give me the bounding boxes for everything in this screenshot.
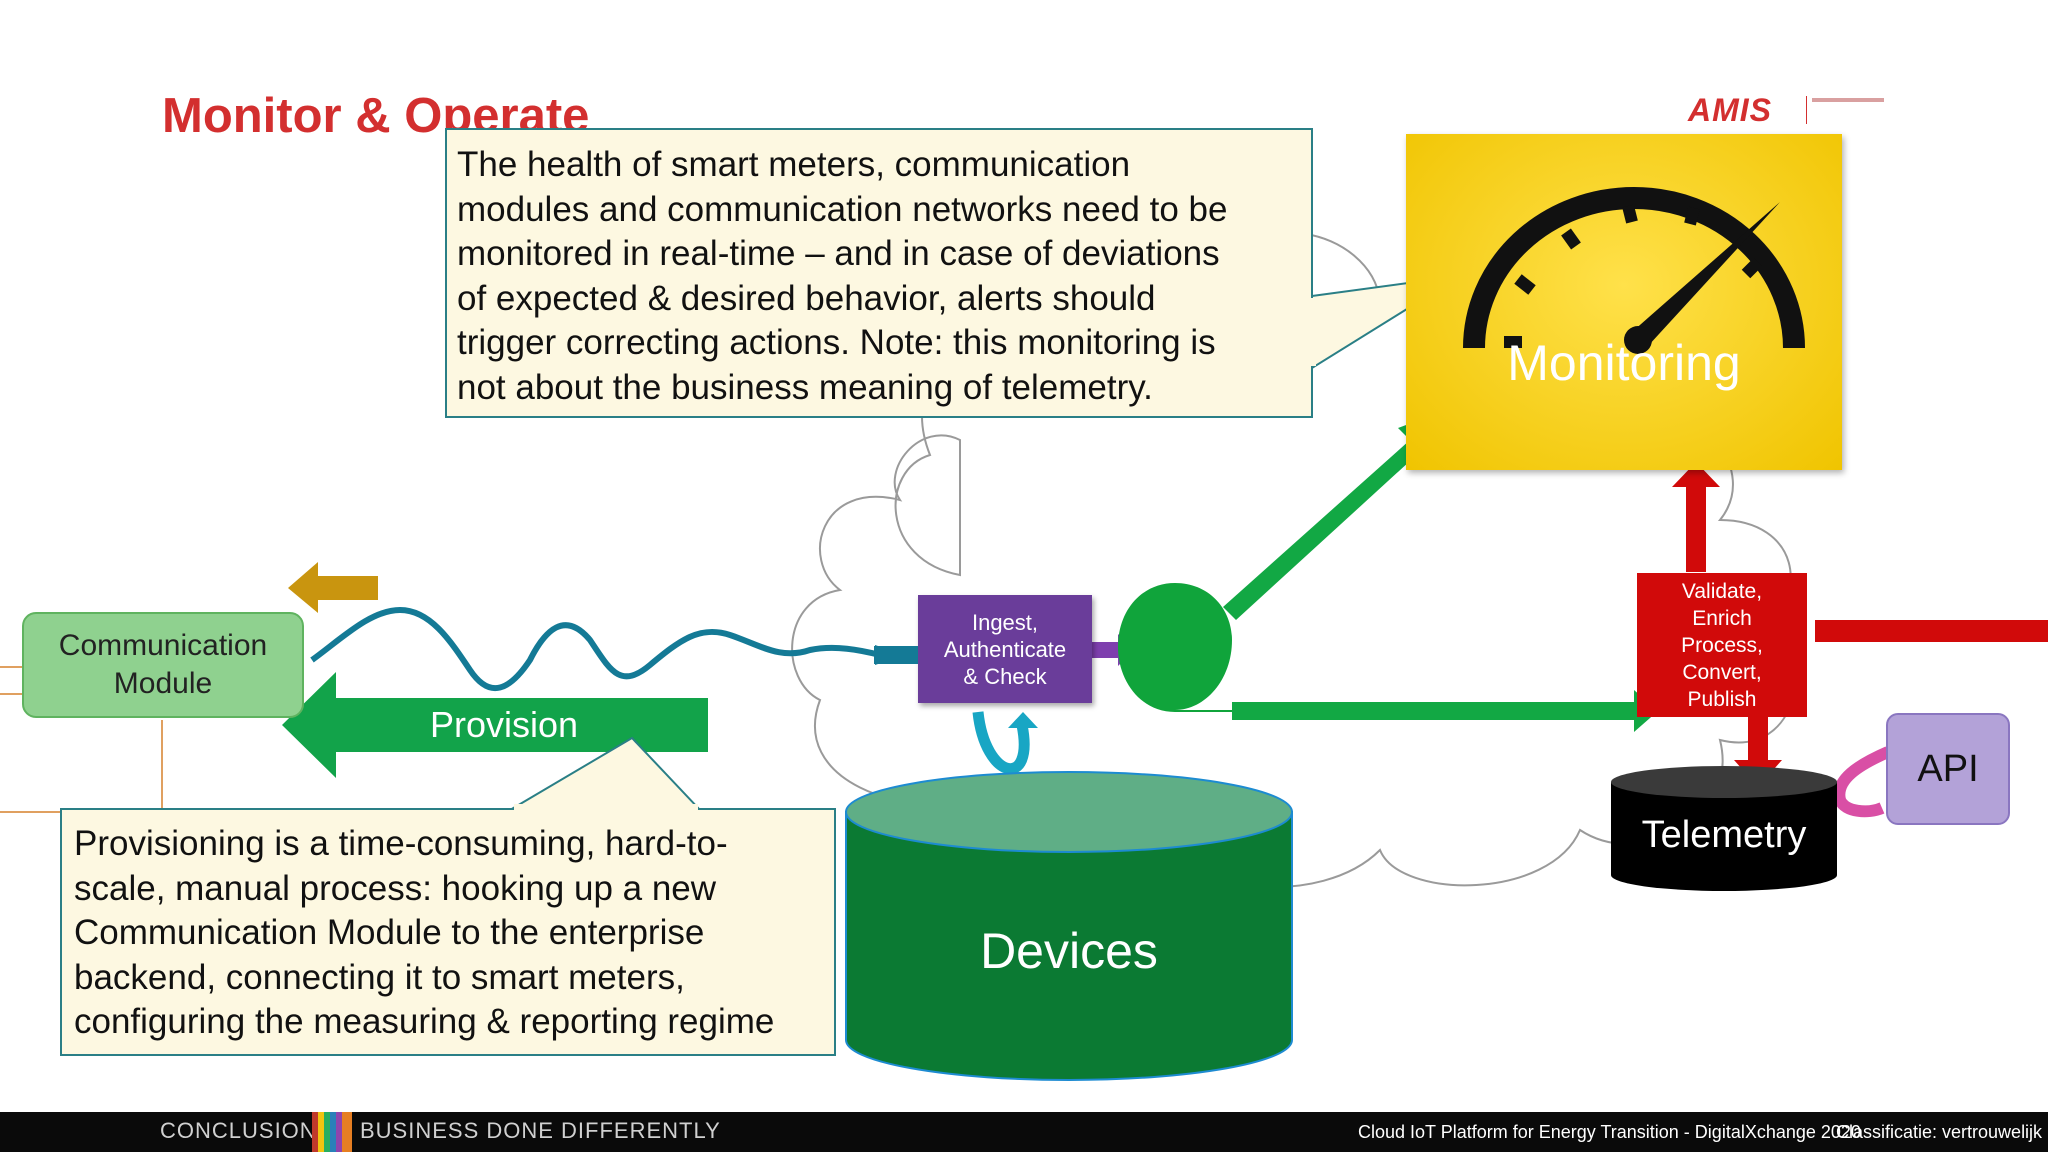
footer-tagline: BUSINESS DONE DIFFERENTLY <box>360 1118 721 1143</box>
devices-label: Devices <box>980 923 1158 979</box>
provision-arrow <box>282 672 708 778</box>
devices-cylinder-body <box>845 811 1293 1081</box>
callout-line: not about the business meaning of teleme… <box>457 367 1153 407</box>
right-outflow-bar <box>1815 620 2048 642</box>
communication-module-node[interactable]: Communication Module <box>22 612 304 718</box>
node-label: Authenticate <box>943 636 1067 662</box>
api-node[interactable]: API <box>1886 713 2010 825</box>
validate-node[interactable]: Validate, Enrich Process, Convert, Publi… <box>1637 573 1807 717</box>
telemetry-label: Telemetry <box>1641 814 1807 856</box>
callout-line: trigger correcting actions. Note: this m… <box>457 323 1216 362</box>
node-label: Convert, <box>1682 660 1762 684</box>
footer-presentation-title: Cloud IoT Platform for Energy Transition… <box>1358 1122 1861 1142</box>
amis-logo: AMIS <box>1688 92 1884 129</box>
node-label: Validate, <box>1681 579 1763 603</box>
loop-arrowhead <box>1008 712 1038 728</box>
devices-cylinder-top <box>845 771 1293 853</box>
monitoring-node[interactable]: Monitoring <box>1406 134 1842 470</box>
monitoring-callout: The health of smart meters, communicatio… <box>445 128 1313 418</box>
node-label: Communication <box>58 629 268 662</box>
node-label: & Check <box>963 663 1047 689</box>
to-monitoring-red-arrow <box>1672 462 1720 572</box>
telemetry-cylinder-body <box>1611 782 1837 891</box>
callout-line: monitored in real-time – and in case of … <box>457 234 1220 273</box>
callout-line: backend, connecting it to smart meters, <box>74 957 685 997</box>
wireless-signal-line <box>310 606 881 692</box>
to-validate-arrow <box>1232 690 1658 732</box>
node-label: Publish <box>1687 687 1757 711</box>
provision-label: Provision <box>430 704 579 745</box>
node-label: API <box>1917 747 1979 790</box>
callout-line: scale, manual process: hooking up a new <box>74 868 717 908</box>
router-node <box>1118 583 1232 712</box>
logo-text: AMIS <box>1688 92 1772 128</box>
callout-line: of expected & desired behavior, alerts s… <box>457 278 1156 318</box>
callout-line: The health of smart meters, communicatio… <box>457 145 1131 184</box>
callout-line: Provisioning is a time-consuming, hard-t… <box>74 824 728 863</box>
callout-line: configuring the measuring & reporting re… <box>74 1002 775 1041</box>
node-label: Ingest, <box>971 609 1039 635</box>
footer-classification: Classificatie: vertrouwelijk <box>1836 1122 2043 1142</box>
footer-color-stripes <box>312 1112 352 1152</box>
callout-pointer-join <box>1308 298 1316 366</box>
callout-pointer-join <box>514 804 698 812</box>
telemetry-cylinder-top <box>1611 766 1837 798</box>
node-label: Process, <box>1681 633 1763 657</box>
node-label: Enrich <box>1692 606 1752 630</box>
node-label: Module <box>113 667 213 700</box>
to-monitoring-arrow <box>1223 408 1452 620</box>
callout-line: Communication Module to the enterprise <box>74 913 705 952</box>
back-arrow-small <box>288 562 378 613</box>
devices-loop-arrow <box>972 711 1030 775</box>
signal-entry-bar <box>874 646 918 664</box>
gauge-icon <box>1463 187 1805 354</box>
monitoring-label: Monitoring <box>1507 335 1741 391</box>
footer-conclusion: CONCLUSION <box>160 1118 317 1143</box>
api-connector <box>1833 746 1891 818</box>
ingest-node[interactable]: Ingest, Authenticate & Check <box>918 595 1092 703</box>
callout-line: modules and communication networks need … <box>457 189 1228 229</box>
provisioning-callout: Provisioning is a time-consuming, hard-t… <box>60 808 836 1056</box>
